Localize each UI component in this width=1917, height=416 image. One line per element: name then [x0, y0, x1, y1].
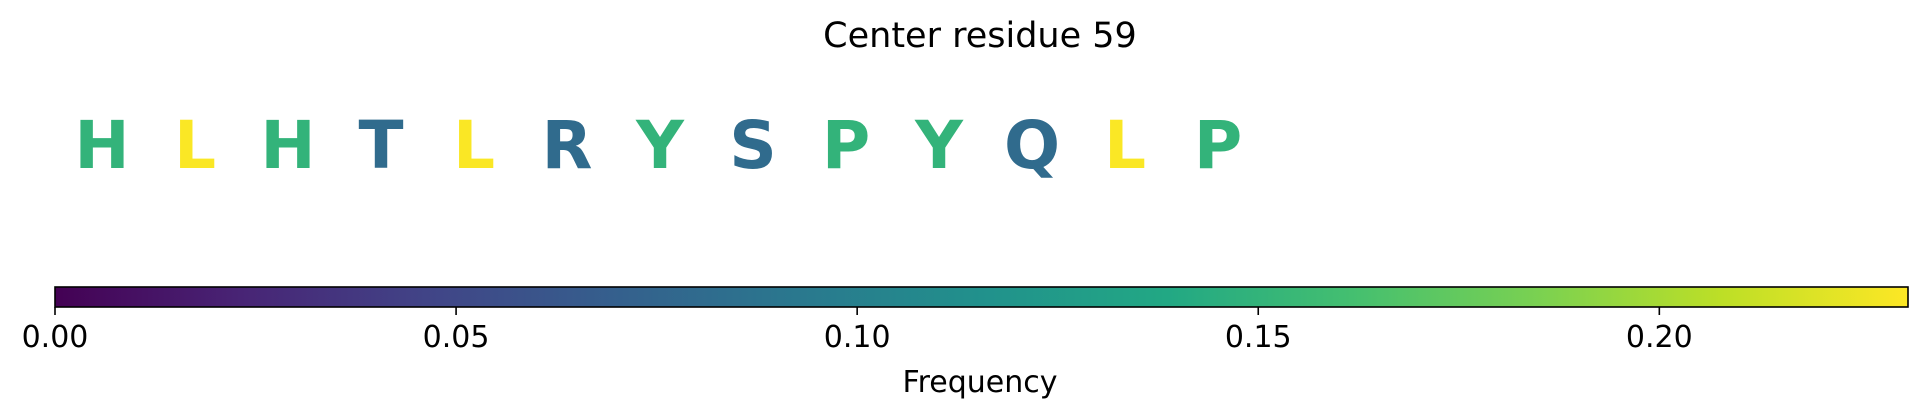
residue-letter: Q [1004, 107, 1060, 184]
residue-letter: H [74, 107, 129, 184]
residue-letter: L [453, 107, 495, 184]
colorbar-tick-label: 0.00 [22, 320, 89, 355]
colorbar-gradient [54, 286, 1909, 308]
colorbar-tick-label: 0.05 [423, 320, 490, 355]
residue-letter: S [729, 107, 777, 184]
residue-letter: Y [914, 107, 964, 184]
residue-letter: H [260, 107, 315, 184]
colorbar-tick-label: 0.10 [824, 320, 891, 355]
chart-title: Center residue 59 [823, 16, 1137, 56]
colorbar-ticks: 0.00 0.05 0.10 0.15 0.20 [22, 307, 1693, 355]
colorbar-label: Frequency [903, 365, 1058, 400]
colorbar-tick-label: 0.15 [1225, 320, 1292, 355]
residue-letter: P [822, 107, 870, 184]
colorbar: 0.00 0.05 0.10 0.15 0.20 Frequency [22, 286, 1909, 400]
residue-letter: L [1104, 107, 1146, 184]
residue-letter: P [1194, 107, 1242, 184]
residue-letter: Y [635, 107, 685, 184]
residue-letter: T [358, 107, 403, 184]
colorbar-tick-label: 0.20 [1626, 320, 1693, 355]
residue-letter: R [542, 107, 593, 184]
residue-letter: L [174, 107, 216, 184]
